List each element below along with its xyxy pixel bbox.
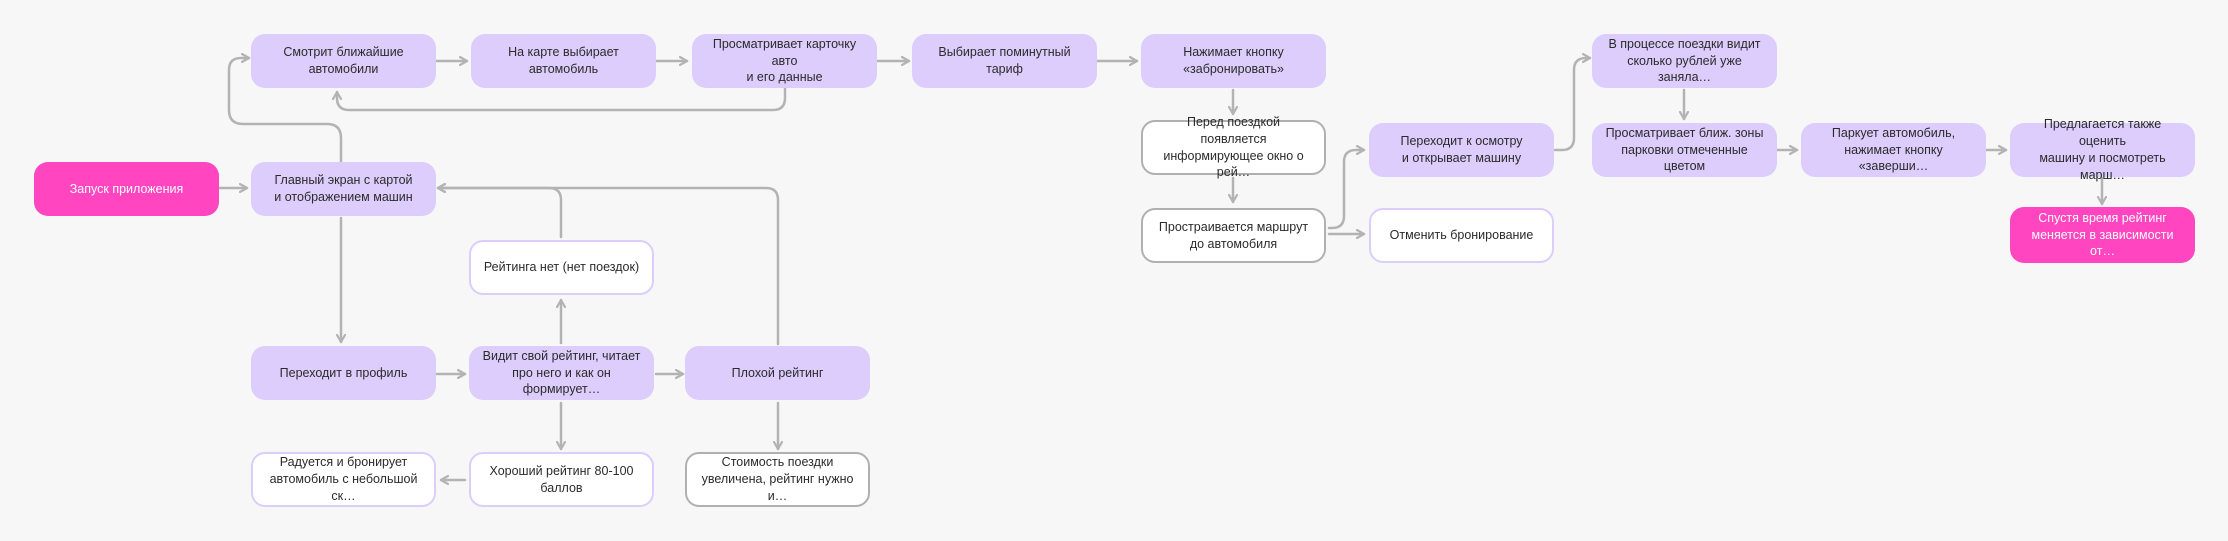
node-inspect-open-label: Переходит к осмотру и открывает машину: [1400, 134, 1523, 165]
node-select-on-map-label: На карте выбирает автомобиль: [508, 45, 619, 76]
node-no-rating: Рейтинга нет (нет поездок): [469, 240, 654, 295]
node-bad-rating-label: Плохой рейтинг: [731, 365, 824, 380]
node-book-with-discount-label: Радуется и бронирует автомобиль с неболь…: [269, 455, 418, 503]
node-see-my-rating-label: Видит свой рейтинг, читает про него и ка…: [482, 348, 641, 397]
node-no-rating-label: Рейтинга нет (нет поездок): [483, 260, 640, 275]
node-select-tariff-label: Выбирает поминутный тариф: [938, 45, 1071, 76]
node-rating-changes: Спустя время рейтинг меняется в зависимо…: [2010, 207, 2195, 263]
arrow-inspect-to-trip: [1553, 58, 1592, 152]
node-view-nearby-label: Смотрит ближайшие автомобили: [283, 45, 404, 76]
node-launch-app: Запуск приложения: [34, 162, 219, 216]
node-cancel-booking: Отменить бронирование: [1369, 208, 1554, 263]
node-park-finish-label: Паркует автомобиль, нажимает кнопку «зав…: [1831, 125, 1956, 174]
node-view-card-label: Просматривает карточку авто и его данные: [712, 36, 857, 85]
arrow-route-to-inspect: [1327, 150, 1366, 230]
node-go-to-profile: Переходит в профиль: [251, 346, 436, 400]
node-inspect-open: Переходит к осмотру и открывает машину: [1369, 123, 1554, 177]
node-select-on-map: На карте выбирает автомобиль: [471, 34, 656, 88]
node-route-built-label: Прострaивается маршрут до автомобиля: [1158, 219, 1309, 251]
node-main-screen: Главный экран с картой и отображением ма…: [251, 162, 436, 216]
arrow-card-back-to-nearby: [337, 86, 787, 112]
node-press-book: Нажимает кнопку «забронировать»: [1141, 34, 1326, 88]
node-cancel-booking-label: Отменить бронирование: [1389, 228, 1534, 243]
arrow-no-rating-to-main: [436, 188, 563, 239]
node-park-finish: Паркует автомобиль, нажимает кнопку «зав…: [1801, 123, 1986, 177]
node-good-rating: Хороший рейтинг 80-100 баллов: [469, 452, 654, 507]
node-bad-rating: Плохой рейтинг: [685, 346, 870, 400]
node-see-my-rating: Видит свой рейтинг, читает про него и ка…: [469, 346, 654, 400]
node-good-rating-label: Хороший рейтинг 80-100 баллов: [489, 463, 634, 495]
node-cost-increased: Стоимость поездки увеличена, рейтинг нуж…: [685, 452, 870, 507]
node-trip-cost-label: В процессе поездки видит сколько рублей …: [1608, 36, 1761, 85]
node-parking-zones-label: Просматривает ближ. зоны парковки отмече…: [1605, 125, 1764, 174]
node-go-to-profile-label: Переходит в профиль: [279, 365, 408, 380]
arrow-bad-to-main: [436, 188, 780, 346]
node-route-built: Прострaивается маршрут до автомобиля: [1141, 208, 1326, 263]
node-press-book-label: Нажимает кнопку «забронировать»: [1183, 45, 1284, 76]
node-rating-changes-label: Спустя время рейтинг меняется в зависимо…: [2031, 210, 2174, 259]
node-select-tariff: Выбирает поминутный тариф: [912, 34, 1097, 88]
node-rate-car: Предлагается также оценить машину и посм…: [2010, 117, 2195, 182]
node-book-with-discount: Радуется и бронирует автомобиль с неболь…: [251, 452, 436, 507]
node-trip-cost: В процессе поездки видит сколько рублей …: [1592, 34, 1777, 88]
node-cost-increased-label: Стоимость поездки увеличена, рейтинг нуж…: [701, 455, 854, 503]
node-info-window-label: Перед поездкой появляется информирующее …: [1163, 114, 1304, 180]
node-launch-app-label: Запуск приложения: [69, 181, 184, 196]
node-parking-zones: Просматривает ближ. зоны парковки отмече…: [1592, 123, 1777, 177]
node-rate-car-label: Предлагается также оценить машину и посм…: [2039, 117, 2166, 182]
node-info-window: Перед поездкой появляется информирующее …: [1141, 115, 1326, 179]
node-main-screen-label: Главный экран с картой и отображением ма…: [274, 173, 413, 204]
node-view-card: Просматривает карточку авто и его данные: [692, 34, 877, 88]
arrow-main-to-nearby: [227, 58, 343, 164]
node-view-nearby: Смотрит ближайшие автомобили: [251, 34, 436, 88]
